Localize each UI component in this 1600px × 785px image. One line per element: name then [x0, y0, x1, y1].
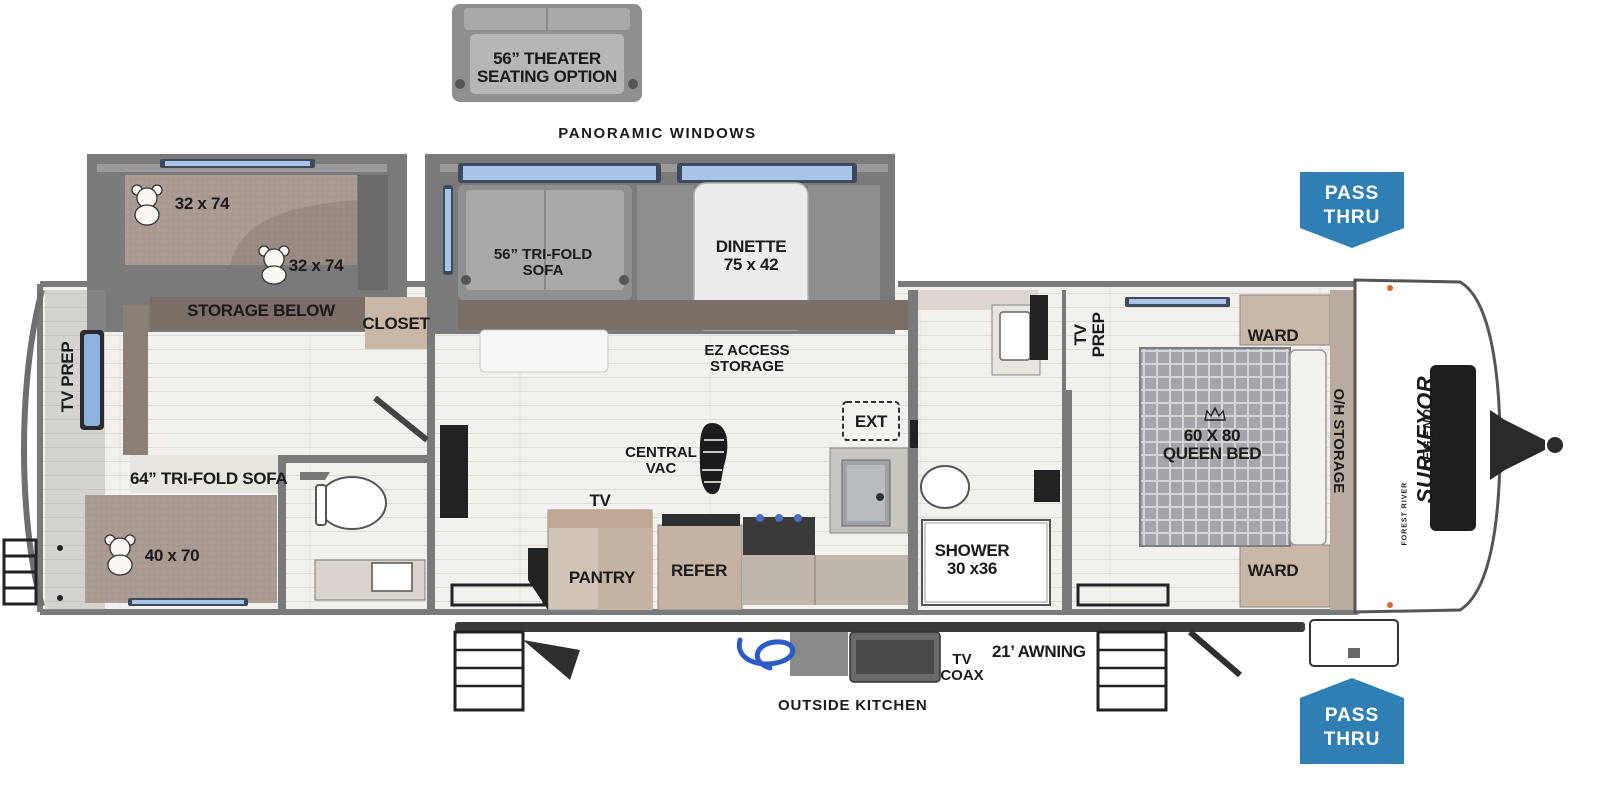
center-bathroom: [918, 290, 1062, 610]
storage-below-label: STORAGE BELOW: [187, 301, 335, 320]
outside-kitchen-label: OUTSIDE KITCHEN: [778, 697, 928, 714]
awning-label: 21’ AWNING: [992, 642, 1086, 661]
front-bedroom: [1076, 290, 1355, 610]
kitchen-area: [440, 401, 918, 611]
front-cap: [1309, 278, 1563, 667]
footprint-icon: [699, 423, 728, 495]
crown-icon: [1204, 406, 1226, 421]
tv-prep-left-label: TV PREP: [58, 341, 78, 413]
queen-bed-label: 60 X 80 QUEEN BED: [1162, 426, 1262, 463]
bunk-mid-size: 32 x 74: [288, 256, 344, 275]
center-slide: [440, 163, 908, 373]
pass-thru-badge-bottom: PASS THRU: [1300, 678, 1404, 764]
tv-coax-label: TV COAX: [940, 651, 984, 684]
shower-label: SHOWER 30 x36: [934, 541, 1010, 578]
bunk-bottom-size: 40 x 70: [144, 546, 200, 565]
ez-access-storage-label: EZ ACCESS STORAGE: [704, 342, 790, 375]
panoramic-windows-label: PANORAMIC WINDOWS: [558, 125, 757, 142]
ward-top-label: WARD: [1247, 326, 1299, 345]
teddy-bear-icon: [258, 245, 290, 285]
bunk-slide: [97, 159, 427, 349]
theater-seating-label: 56” THEATER SEATING OPTION: [477, 49, 617, 86]
pantry-label: PANTRY: [568, 568, 636, 587]
oh-storage-label: O/H STORAGE: [1329, 388, 1347, 494]
pass-thru-top-line1: PASS: [1324, 183, 1380, 204]
teddy-bear-icon: [104, 534, 136, 576]
rear-bathroom: [286, 395, 429, 608]
bunk-top-size: 32 x 74: [174, 194, 230, 213]
central-vac-label: CENTRAL VAC: [625, 444, 697, 477]
tri-fold-sofa-64-label: 64” TRI-FOLD SOFA: [130, 469, 288, 488]
ward-bottom-label: WARD: [1247, 561, 1299, 580]
refer-label: REFER: [670, 561, 728, 580]
awning-side: [453, 622, 1305, 712]
tri-fold-sofa-56-label: 56” TRI-FOLD SOFA: [493, 246, 593, 279]
theater-seating-option: [452, 4, 642, 102]
pass-thru-bottom-line2: THRU: [1323, 729, 1381, 750]
tv-label: TV: [589, 491, 611, 510]
teddy-bear-icon: [131, 184, 163, 226]
closet-label: CLOSET: [362, 314, 430, 333]
rear-bunk-area: [2, 290, 278, 610]
dinette-label: DINETTE 75 x 42: [715, 237, 787, 274]
brand-maker: FOREST RIVER: [1401, 481, 1409, 546]
hose-icon: [736, 637, 795, 671]
tv-prep-right-label: TV PREP: [1071, 312, 1108, 358]
pass-thru-bottom-line1: PASS: [1324, 705, 1380, 726]
ext-label: EXT: [854, 412, 888, 431]
pass-thru-badge-top: PASS THRU: [1300, 172, 1404, 248]
brand-logo-sub: LEGEND: [1420, 407, 1435, 470]
pass-thru-top-line2: THRU: [1323, 207, 1381, 228]
